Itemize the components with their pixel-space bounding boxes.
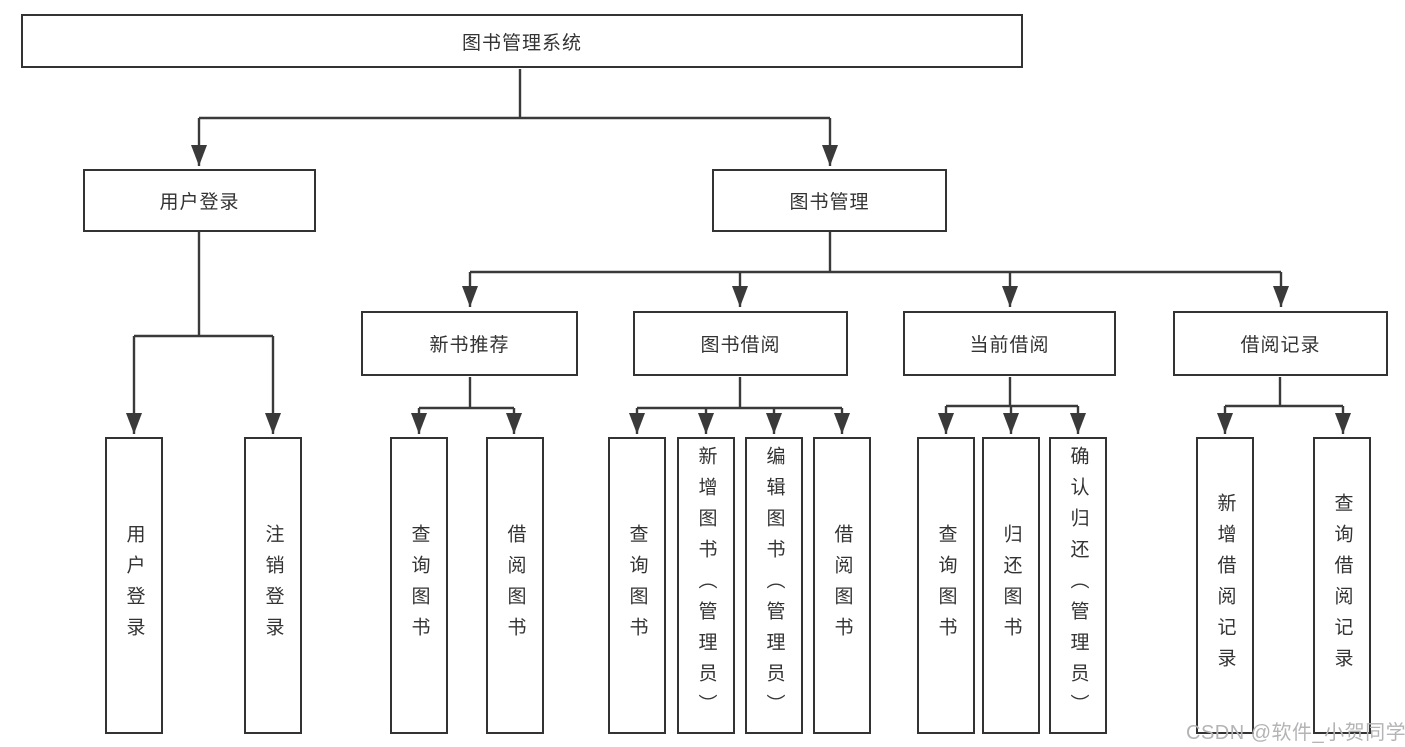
leaf-current-query: 查询图书	[917, 437, 975, 734]
leaf-current-confirm-admin: 确认归还（管理员）	[1049, 437, 1107, 734]
node-borrow-records-label: 借阅记录	[1240, 335, 1321, 356]
leaf-records-query-label: 查询借阅记录	[1331, 492, 1353, 679]
leaf-records-add-label: 新增借阅记录	[1214, 492, 1236, 679]
leaf-current-return: 归还图书	[982, 437, 1040, 734]
node-book-borrow-label: 图书借阅	[700, 335, 781, 356]
node-user-login: 用户登录	[83, 169, 316, 232]
leaf-borrow-add-admin: 新增图书（管理员）	[677, 437, 735, 734]
leaf-borrow-book: 借阅图书	[813, 437, 871, 734]
node-root-system: 图书管理系统	[21, 14, 1023, 68]
leaf-current-return-label: 归还图书	[1000, 523, 1022, 648]
node-root-label: 图书管理系统	[461, 32, 582, 54]
leaf-borrow-edit-admin-label: 编辑图书（管理员）	[763, 446, 785, 725]
leaf-user-login: 用户登录	[105, 437, 163, 734]
leaf-logout-label: 注销登录	[262, 523, 284, 648]
leaf-borrow-query: 查询图书	[608, 437, 666, 734]
node-new-books-label: 新书推荐	[429, 335, 510, 356]
leaf-records-add: 新增借阅记录	[1196, 437, 1254, 734]
node-new-books: 新书推荐	[361, 311, 578, 376]
leaf-borrow-edit-admin: 编辑图书（管理员）	[745, 437, 803, 734]
elbow-lines	[134, 69, 1343, 410]
csdn-watermark: CSDN @软件_小贺同学	[1186, 722, 1405, 744]
node-borrow-records: 借阅记录	[1173, 311, 1388, 376]
leaf-current-confirm-admin-label: 确认归还（管理员）	[1067, 446, 1089, 725]
leaf-current-query-label: 查询图书	[935, 523, 957, 648]
node-book-management-label: 图书管理	[789, 192, 870, 213]
arrow-connectors	[126, 118, 1351, 434]
leaf-newbooks-borrow: 借阅图书	[486, 437, 544, 734]
leaf-newbooks-borrow-label: 借阅图书	[504, 523, 526, 648]
leaf-borrow-add-admin-label: 新增图书（管理员）	[695, 446, 717, 725]
node-book-management: 图书管理	[712, 169, 947, 232]
leaf-borrow-book-label: 借阅图书	[831, 523, 853, 648]
node-user-login-label: 用户登录	[159, 192, 240, 213]
node-current-borrow-label: 当前借阅	[969, 335, 1050, 356]
leaf-records-query: 查询借阅记录	[1313, 437, 1371, 734]
leaf-borrow-query-label: 查询图书	[626, 523, 648, 648]
leaf-user-login-label: 用户登录	[123, 523, 145, 648]
node-book-borrow: 图书借阅	[633, 311, 848, 376]
leaf-newbooks-query: 查询图书	[390, 437, 448, 734]
node-current-borrow: 当前借阅	[903, 311, 1116, 376]
leaf-logout: 注销登录	[244, 437, 302, 734]
leaf-newbooks-query-label: 查询图书	[408, 523, 430, 648]
